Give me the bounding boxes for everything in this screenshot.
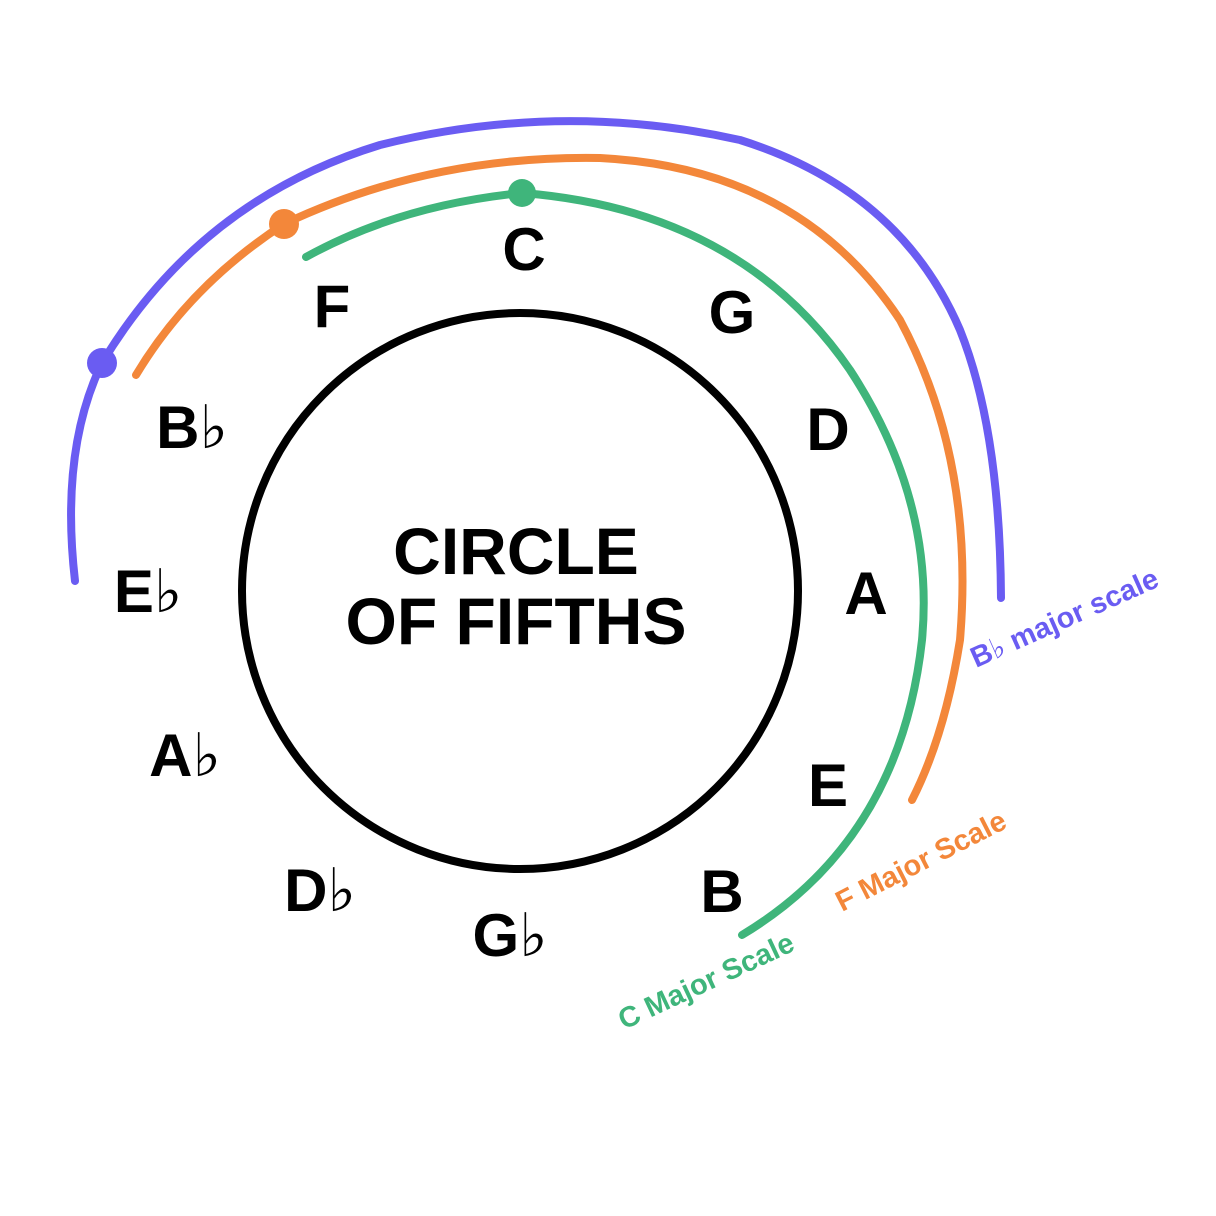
note-label-a: A (844, 560, 887, 627)
c-major-scale-arc (302, 188, 928, 939)
note-label-b-flat: B♭ (156, 394, 228, 461)
note-label-a-flat: A♭ (149, 722, 221, 789)
f-major-start-marker (269, 209, 299, 239)
note-label-d-flat: D♭ (284, 857, 356, 924)
f-major-scale-arc (132, 153, 967, 804)
b-flat-major-start-marker (87, 348, 117, 378)
note-label-g: G (709, 279, 756, 346)
note-label-b: B (700, 858, 743, 925)
note-label-e-flat: E♭ (114, 558, 182, 625)
diagram-title-line-1: CIRCLE (393, 514, 639, 588)
inner-circle (238, 309, 802, 873)
c-major-scale-label: C Major Scale (613, 927, 799, 1036)
note-label-g-flat: G♭ (473, 902, 548, 969)
note-label-d: D (806, 396, 849, 463)
note-label-f: F (314, 273, 351, 340)
c-major-start-marker (508, 179, 536, 207)
diagram-title-line-2: OF FIFTHS (346, 584, 687, 658)
note-label-c: C (502, 216, 545, 283)
b-flat-major-scale-label: B♭ major scale (966, 563, 1164, 675)
note-label-e: E (808, 752, 848, 819)
